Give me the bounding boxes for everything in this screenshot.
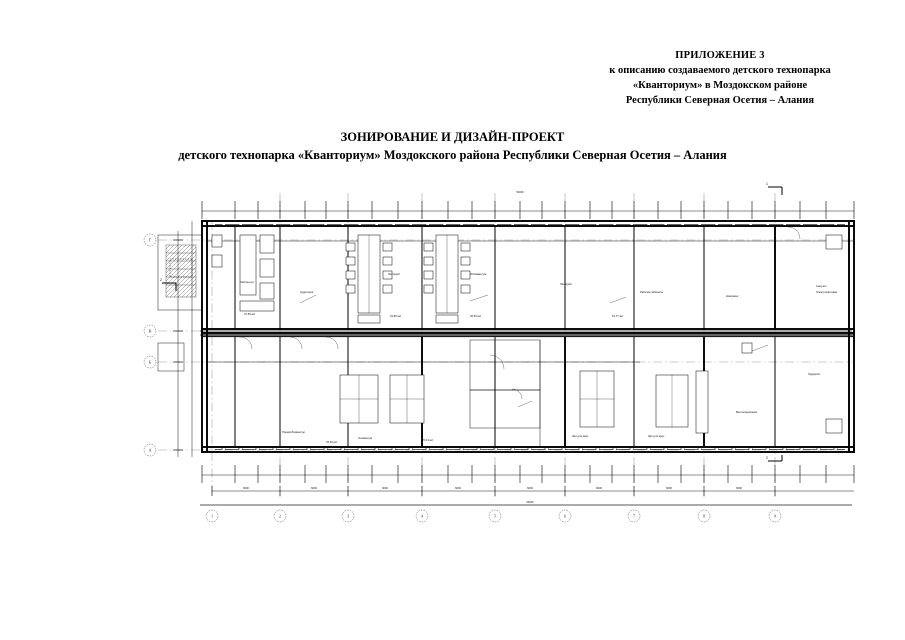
- room-label-10: Геоквантум: [358, 436, 372, 440]
- bay-dimension-labels: 6000 6000 6000 6000 6000 6000 6000 6000: [243, 486, 742, 490]
- grid-bubbles-left: Г В Б А: [143, 233, 157, 457]
- grid-bubble-1: 1: [205, 509, 219, 523]
- grid-bubble-V: В: [143, 324, 157, 338]
- room-area-10: 76.44 м2: [422, 438, 433, 442]
- door-swings: [239, 226, 801, 400]
- grid-bubble-4: 4: [415, 509, 429, 523]
- svg-text:6000: 6000: [666, 486, 672, 490]
- grid-bubble-A: А: [143, 443, 157, 457]
- overall-dimension-top: 54000: [516, 190, 524, 194]
- svg-text:2: 2: [279, 514, 281, 519]
- floor-plan-svg: .w {stroke:#000;stroke-width:1.9;fill:no…: [143, 182, 855, 523]
- svg-text:4: 4: [421, 514, 424, 519]
- grid-bubble-5: 5: [488, 509, 502, 523]
- dimension-chain-bottom: 6000 6000 6000 6000 6000 6000 6000 6000 5400…: [201, 465, 855, 504]
- room-label-6: Коворкинг: [726, 294, 739, 298]
- grid-bubble-2: 2: [273, 509, 287, 523]
- room-label-11: Зал для двух: [572, 434, 589, 438]
- grid-bubble-G: Г: [143, 233, 157, 247]
- svg-text:2: 2: [766, 456, 768, 460]
- room-label-5: Рабочие кабинеты: [640, 290, 663, 294]
- floor-plan-drawing: .w {stroke:#000;stroke-width:1.9;fill:no…: [140, 175, 865, 525]
- appendix-header-line-3: «Кванториум» в Моздокском районе: [632, 80, 808, 91]
- room-area-0: 72.65 м2: [244, 312, 255, 316]
- building-outline: [201, 220, 855, 453]
- overall-dimension-bottom: 54000: [526, 500, 534, 504]
- room-label-12: Зал для двух: [648, 434, 665, 438]
- appendix-header: ПРИЛОЖЕНИЕ 3 к описанию создаваемого дет…: [560, 48, 880, 108]
- svg-text:Б: Б: [149, 360, 152, 365]
- svg-text:7: 7: [633, 514, 635, 519]
- service-rooms: [469, 234, 843, 447]
- svg-text:В: В: [149, 329, 152, 334]
- room-label-1: Аудитория: [300, 290, 314, 294]
- room-label-8: Электрощитовая: [816, 290, 838, 294]
- room-label-2: Лекторий: [388, 272, 400, 276]
- dimension-chain-top: 54000: [201, 190, 855, 219]
- svg-text:6000: 6000: [382, 486, 388, 490]
- svg-text:6000: 6000: [527, 486, 533, 490]
- section-marker-1-top: 2: [160, 278, 177, 291]
- grid-bubble-B: Б: [143, 355, 157, 369]
- svg-text:6000: 6000: [736, 486, 742, 490]
- grid-bubble-9: 9: [768, 509, 782, 523]
- section-marker-2-topright: 1: [766, 182, 783, 195]
- room-label-3: Робоквантум: [470, 272, 486, 276]
- svg-text:9: 9: [774, 514, 776, 519]
- svg-text:3: 3: [347, 514, 349, 519]
- svg-text:6000: 6000: [455, 486, 461, 490]
- furniture-lecture-tables: [345, 234, 471, 324]
- svg-text:8: 8: [703, 514, 705, 519]
- appendix-header-line-2: к описанию создаваемого детского технопа…: [609, 65, 831, 76]
- svg-text:2: 2: [160, 278, 162, 282]
- svg-text:6: 6: [564, 514, 566, 519]
- room-label-14: Гардероб: [808, 372, 820, 376]
- leader-lines: [299, 294, 769, 408]
- room-area-2: 44.86 м2: [390, 314, 401, 318]
- room-label-13: Вентиляционная: [736, 410, 758, 414]
- furniture-hitech-workshop: [211, 234, 275, 312]
- axis-emphasis-bands: [200, 330, 852, 506]
- svg-text:А: А: [148, 448, 151, 453]
- grid-bubbles-bottom: 1 2 3 4 5 6 7 8 9: [205, 509, 782, 523]
- svg-text:6000: 6000: [311, 486, 317, 490]
- room-label-4: Лекторий: [560, 282, 572, 286]
- grid-bubble-8: 8: [697, 509, 711, 523]
- room-area-3: 45.53 м2: [470, 314, 481, 318]
- grid-bubble-7: 7: [627, 509, 641, 523]
- section-marker-1-bottom: 2: [766, 455, 783, 462]
- room-label-0: Хайтек-цех: [240, 280, 254, 284]
- dimension-chain-left: [173, 221, 193, 457]
- room-labels: Хайтек-цех 72.65 м2 Аудитория Лекторий 4…: [240, 272, 838, 444]
- upper-partitions: [206, 226, 854, 329]
- grid-bubble-3: 3: [341, 509, 355, 523]
- grid-bubble-6: 6: [558, 509, 572, 523]
- svg-text:6000: 6000: [596, 486, 602, 490]
- document-title: ЗОНИРОВАНИЕ И ДИЗАЙН-ПРОЕКТ детского тех…: [0, 128, 905, 164]
- svg-text:Г: Г: [149, 238, 152, 243]
- room-area-9: 78.40 м2: [326, 440, 337, 444]
- furniture-lower-halls: [339, 370, 709, 434]
- document-title-line-2: детского технопарка «Кванториум» Моздокс…: [178, 148, 727, 162]
- section-markers: 2 1 2: [160, 182, 783, 462]
- document-title-line-1: ЗОНИРОВАНИЕ И ДИЗАЙН-ПРОЕКТ: [340, 130, 565, 144]
- appendix-header-line-1: ПРИЛОЖЕНИЕ 3: [675, 50, 765, 61]
- room-area-5: 51.77 м2: [612, 314, 623, 318]
- stair-and-entrance: [157, 234, 203, 372]
- svg-text:1: 1: [766, 182, 768, 186]
- room-label-9: Промробоквантум: [282, 430, 305, 434]
- appendix-header-line-4: Республики Северная Осетия – Алания: [625, 95, 815, 106]
- svg-text:6000: 6000: [243, 486, 249, 490]
- svg-text:5: 5: [494, 514, 496, 519]
- svg-text:1: 1: [211, 514, 213, 519]
- room-label-7: Санузел: [816, 284, 827, 288]
